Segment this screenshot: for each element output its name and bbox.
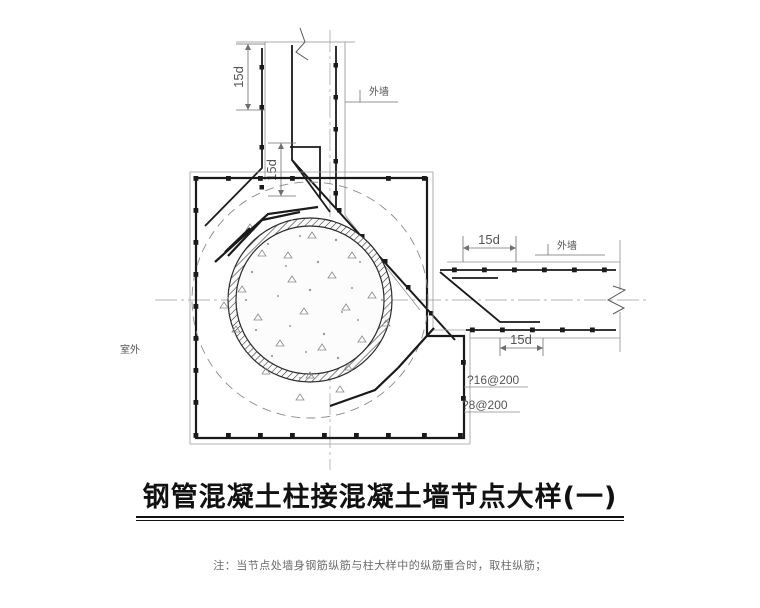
title-block: 钢管混凝土柱接混凝土墙节点大样(一) bbox=[0, 484, 760, 521]
dimension-label-right-1: 15d bbox=[478, 232, 500, 247]
rebar-dot bbox=[386, 433, 391, 438]
top-wall-rebar-dots bbox=[259, 63, 338, 196]
rebar-callout-leaders bbox=[464, 386, 528, 413]
dimension-label-top-2: 15d bbox=[264, 159, 279, 181]
rebar-dot bbox=[452, 267, 457, 273]
rebar-dot bbox=[333, 191, 338, 196]
rebar-dot bbox=[333, 95, 338, 100]
rebar-dot bbox=[354, 433, 359, 438]
rebar-dot bbox=[193, 304, 199, 309]
rebar-dot bbox=[226, 433, 231, 438]
rebar-dot bbox=[602, 267, 607, 273]
rebar-dot bbox=[193, 240, 199, 245]
dimension-top-2 bbox=[268, 142, 296, 197]
rebar-dot bbox=[461, 396, 466, 401]
rebar-dot bbox=[429, 311, 434, 316]
rebar-dot bbox=[333, 63, 338, 68]
rebar-dot bbox=[226, 176, 231, 181]
right-diagonal-rebar bbox=[439, 271, 540, 323]
page-title: 钢管混凝土柱接混凝土墙节点大样(一) bbox=[142, 482, 618, 513]
right-wall-thin-lines bbox=[447, 240, 621, 352]
column-stirrup-heavy bbox=[194, 176, 466, 440]
dimension-label-right-2: 15d bbox=[510, 332, 532, 347]
rebar-dot bbox=[322, 433, 327, 438]
rebar-dot bbox=[470, 327, 475, 333]
rebar-dot bbox=[258, 176, 263, 181]
left-upper-hook-rebar bbox=[214, 205, 319, 263]
rebar-dot bbox=[458, 433, 463, 438]
dimension-top-1 bbox=[236, 43, 265, 111]
rebar-dot bbox=[590, 327, 595, 333]
outdoor-label: 室外 bbox=[120, 343, 140, 356]
rebar-main-label: ?16@200 bbox=[467, 373, 520, 387]
dimension-label-top-1: 15d bbox=[231, 66, 246, 88]
concrete-triangle-marks bbox=[219, 223, 391, 401]
concrete-aggregate-pattern bbox=[227, 219, 383, 379]
rebar-dot bbox=[193, 400, 199, 405]
rebar-dot bbox=[560, 327, 565, 333]
wall-label-right-leader bbox=[535, 244, 605, 256]
note-block: 注：当节点处墙身钢筋纵筋与柱大样中的纵筋重合时，取柱纵筋； bbox=[0, 556, 760, 574]
wall-left-rebar-bent bbox=[204, 48, 263, 227]
hook-stub-upper bbox=[290, 146, 321, 198]
rebar-dot bbox=[461, 360, 466, 365]
rebar-dot bbox=[193, 433, 199, 438]
rebar-dot bbox=[258, 433, 263, 438]
rebar-dot bbox=[259, 145, 264, 150]
rebar-dot bbox=[333, 127, 338, 132]
concrete-core bbox=[235, 225, 385, 375]
rebar-dot bbox=[422, 433, 427, 438]
rebar-dot bbox=[406, 285, 411, 290]
dimension-right-2 bbox=[499, 338, 544, 356]
wall-label-top-leader bbox=[345, 90, 398, 103]
rebar-dot bbox=[542, 267, 547, 273]
rebar-stirrup-label: ?8@200 bbox=[462, 398, 508, 412]
rebar-dot bbox=[193, 208, 199, 213]
rebar-dot bbox=[259, 185, 264, 190]
bottom-right-hook-rebar bbox=[397, 327, 435, 369]
rebar-dot bbox=[512, 267, 517, 273]
wall-label-right: 外墙 bbox=[557, 239, 577, 252]
rebar-dot bbox=[500, 327, 505, 333]
tangent-lower-right bbox=[329, 367, 399, 408]
rebar-dot bbox=[572, 267, 577, 273]
rebar-dot bbox=[337, 208, 342, 213]
title-rule-thick bbox=[136, 516, 624, 518]
rebar-dot bbox=[482, 267, 487, 273]
break-line-right bbox=[606, 285, 627, 315]
circular-stirrup-dashed bbox=[191, 181, 429, 419]
drawing-note: 注：当节点处墙身钢筋纵筋与柱大样中的纵筋重合时，取柱纵筋； bbox=[213, 559, 547, 572]
column-rebar-dots bbox=[193, 176, 466, 438]
rebar-dot bbox=[193, 176, 199, 181]
rebar-dot bbox=[193, 368, 199, 373]
rebar-dot bbox=[386, 176, 391, 181]
rebar-dot bbox=[530, 327, 535, 333]
dimension-right-1 bbox=[462, 236, 517, 262]
rebar-dot bbox=[383, 259, 388, 264]
rebar-dot bbox=[193, 336, 199, 341]
break-line-top bbox=[295, 27, 309, 61]
rebar-dot bbox=[259, 105, 264, 110]
rebar-dot bbox=[290, 176, 295, 181]
wall-label-top: 外墙 bbox=[369, 85, 389, 98]
rebar-dot bbox=[259, 65, 264, 70]
title-rule-thin bbox=[136, 520, 624, 521]
rebar-dot bbox=[333, 159, 338, 164]
rebar-dot bbox=[290, 433, 295, 438]
right-wall-rebar-dots bbox=[452, 267, 607, 333]
rebar-dot bbox=[422, 176, 427, 181]
rebar-dot bbox=[193, 272, 199, 277]
title-underline bbox=[136, 516, 624, 521]
